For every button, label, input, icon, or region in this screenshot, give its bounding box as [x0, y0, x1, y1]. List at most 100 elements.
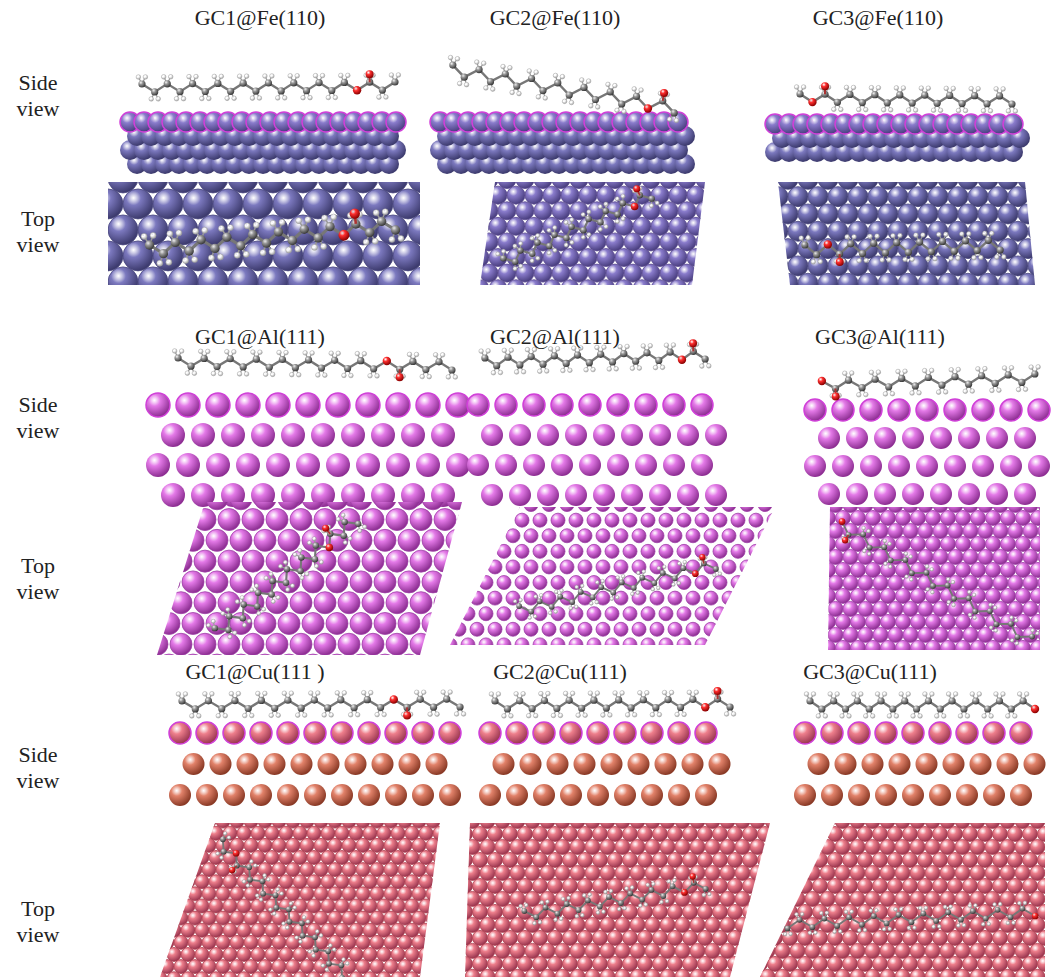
hydrogen-atom	[994, 87, 999, 92]
metal-atom	[146, 393, 170, 417]
metal-atom	[444, 264, 462, 282]
carbon-atom	[671, 109, 678, 116]
metal-atom	[663, 454, 685, 476]
metal-atom	[588, 264, 606, 282]
carbon-atom	[965, 381, 972, 388]
carbon-atom	[196, 235, 205, 244]
metal-atom	[374, 612, 396, 634]
metal-atom	[705, 280, 723, 298]
metal-atom	[828, 523, 843, 538]
metal-atom	[728, 187, 748, 207]
hydrogen-atom	[560, 589, 564, 593]
metal-atom	[898, 204, 918, 224]
metal-atom	[560, 498, 574, 512]
metal-atom	[881, 588, 896, 603]
metal-atom	[858, 523, 873, 538]
metal-atom	[606, 233, 624, 251]
metal-atom	[461, 513, 475, 527]
metal-atom	[695, 513, 709, 527]
carbon-atom	[377, 217, 386, 226]
hydrogen-atom	[575, 585, 579, 589]
metal-atom	[587, 607, 601, 621]
metal-atom	[878, 169, 898, 189]
metal-atom	[122, 509, 144, 531]
metal-atom	[146, 453, 170, 477]
hydrogen-atom	[233, 631, 237, 635]
metal-atom	[498, 233, 516, 251]
metal-atom	[461, 544, 475, 558]
metal-atom	[123, 189, 153, 219]
metal-atom	[713, 607, 727, 621]
carbon-atom	[262, 238, 271, 247]
metal-atom	[438, 215, 468, 245]
carbon-atom	[962, 237, 969, 244]
metal-atom	[183, 293, 213, 323]
metal-atom	[183, 137, 213, 167]
metal-atom	[1038, 523, 1052, 538]
hydrogen-atom	[168, 74, 173, 79]
metal-atom	[615, 280, 633, 298]
metal-atom	[191, 423, 215, 447]
hydrogen-atom	[501, 64, 506, 69]
metal-atom	[1038, 549, 1052, 564]
metal-atom	[338, 633, 360, 655]
carbon-atom	[680, 565, 686, 571]
hydrogen-atom	[656, 586, 660, 590]
hydrogen-atom	[300, 576, 304, 580]
carbon-atom	[568, 224, 574, 230]
metal-atom	[776, 560, 790, 574]
metal-atom	[350, 654, 372, 676]
metal-atom	[408, 163, 438, 193]
metal-atom	[434, 592, 456, 614]
metal-atom	[881, 614, 896, 629]
metal-atom	[525, 217, 543, 235]
hydrogen-atom	[293, 552, 297, 556]
metal-atom	[668, 591, 682, 605]
metal-atom	[542, 622, 556, 636]
metal-atom	[153, 137, 183, 167]
oxygen-atom	[660, 89, 668, 97]
hydrogen-atom	[382, 209, 388, 215]
metal-atom	[858, 273, 878, 293]
metal-atom	[446, 529, 468, 551]
metal-atom	[1038, 601, 1052, 616]
carbon-atom	[549, 604, 555, 610]
carbon-atom	[151, 88, 158, 95]
metal-atom	[804, 455, 826, 477]
metal-atom	[686, 591, 700, 605]
metal-atom	[63, 293, 93, 323]
carbon-atom	[240, 363, 247, 370]
metal-atom	[806, 485, 821, 500]
hydrogen-atom	[913, 108, 918, 113]
metal-atom	[138, 163, 168, 193]
metal-atom	[153, 293, 183, 323]
metal-atom	[713, 482, 727, 496]
metal-atom	[705, 484, 727, 506]
metal-atom	[488, 560, 502, 574]
metal-atom	[218, 592, 240, 614]
metal-atom	[687, 249, 705, 267]
metal-atom	[134, 529, 156, 551]
metal-atom	[791, 510, 806, 525]
metal-atom	[386, 112, 406, 132]
metal-atom	[471, 155, 489, 173]
metal-atom	[686, 653, 700, 667]
carbon-atom	[928, 248, 935, 255]
metal-atom	[663, 394, 685, 416]
hydrogen-atom	[614, 367, 619, 372]
metal-atom	[898, 239, 918, 259]
metal-atom	[902, 483, 924, 505]
metal-atom	[896, 588, 911, 603]
carbon-atom	[236, 241, 245, 250]
metal-atom	[443, 576, 457, 590]
metal-atom	[695, 482, 709, 496]
metal-atom	[176, 453, 200, 477]
metal-atom	[785, 576, 799, 590]
metal-atom	[479, 544, 493, 558]
metal-atom	[788, 221, 808, 241]
metal-atom	[176, 393, 200, 417]
metal-atom	[422, 488, 444, 510]
metal-atom	[803, 607, 817, 621]
metal-atom	[407, 482, 421, 496]
metal-atom	[434, 509, 456, 531]
